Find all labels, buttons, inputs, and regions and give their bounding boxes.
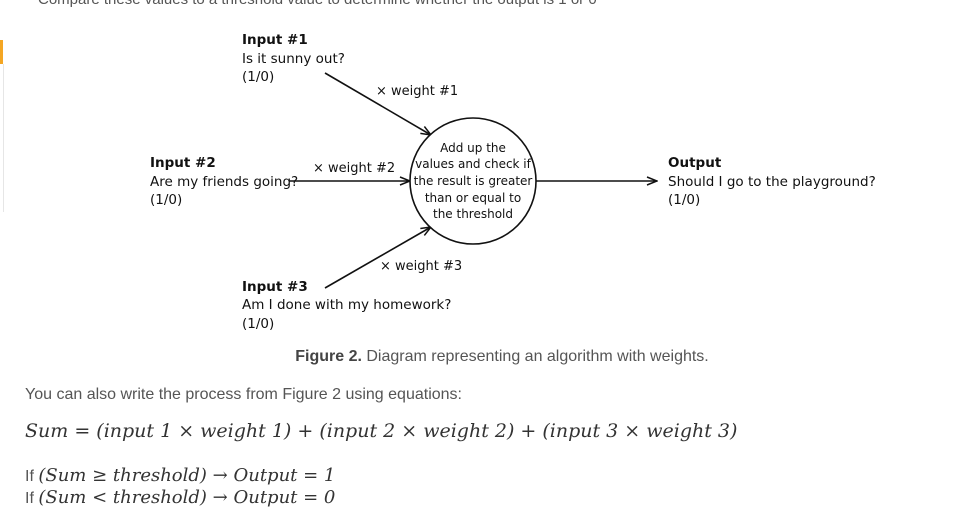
input-3-title: Input #3 [242, 279, 308, 295]
figure-caption: Figure 2. Diagram representing an algori… [0, 348, 975, 366]
input-2-title: Input #2 [150, 155, 216, 171]
condition-2-result: Output = 0 [233, 487, 336, 508]
caption-text: Diagram representing an algorithm with w… [361, 348, 709, 365]
arrow-input-1 [324, 72, 431, 135]
node-line-2: values and check if [415, 157, 532, 171]
output-title: Output [668, 155, 722, 171]
weight-3-label: × weight #3 [380, 259, 462, 274]
eq-equals: = [68, 420, 97, 442]
input-3-question: Am I done with my homework? [242, 297, 451, 313]
input-2-question: Are my friends going? [150, 174, 298, 190]
condition-1-test: (Sum ≥ threshold) [38, 465, 207, 486]
input-1-title: Input #1 [242, 32, 308, 48]
eq-term-1: (input 1 × weight 1) [96, 420, 292, 442]
input-1-values: (1/0) [242, 69, 274, 85]
arrow-input-3 [324, 227, 431, 289]
input-1-question: Is it sunny out? [242, 51, 345, 67]
condition-1: If (Sum ≥ threshold) → Output = 1 [25, 465, 335, 486]
node-line-1: Add up the [440, 141, 506, 155]
eq-term-2: (input 2 × weight 2) [319, 420, 515, 442]
node-line-4: than or equal to [425, 191, 521, 205]
eq-term-3: (input 3 × weight 3) [542, 420, 738, 442]
condition-1-if: If [25, 468, 39, 485]
eq-sum: Sum [25, 420, 69, 442]
condition-1-arrow: → [206, 465, 234, 486]
eq-plus-1: + [291, 420, 320, 442]
condition-1-result: Output = 1 [233, 465, 336, 486]
input-1-label: Input #1 Is it sunny out? (1/0) [242, 32, 345, 85]
sum-equation: Sum = (input 1 × weight 1) + (input 2 × … [25, 420, 737, 442]
equations-intro: You can also write the process from Figu… [25, 386, 462, 403]
threshold-node [409, 117, 537, 245]
input-3-values: (1/0) [242, 316, 274, 332]
left-rule [3, 64, 4, 212]
condition-2-test: (Sum < threshold) [38, 487, 207, 508]
weight-1-label: × weight #1 [376, 84, 458, 99]
node-line-5: the threshold [433, 207, 513, 221]
weights-diagram: Input #1 Is it sunny out? (1/0) Input #2… [150, 32, 876, 332]
input-2-values: (1/0) [150, 192, 182, 208]
output-values: (1/0) [668, 192, 700, 208]
input-3-label: Input #3 Am I done with my homework? (1/… [242, 279, 451, 332]
output-label: Output Should I go to the playground? (1… [668, 155, 876, 208]
condition-2-if: If [25, 490, 39, 507]
weight-2-label: × weight #2 [313, 161, 395, 176]
node-line-3: the result is greater [414, 174, 533, 188]
condition-2-arrow: → [206, 487, 234, 508]
output-question: Should I go to the playground? [668, 174, 876, 190]
top-cut-text: Compare these values to a threshold valu… [38, 0, 597, 8]
threshold-node-text: Add up the values and check if the resul… [414, 141, 533, 221]
sidebar-accent-bar [0, 40, 3, 64]
caption-label: Figure 2. [295, 348, 362, 365]
condition-2: If (Sum < threshold) → Output = 0 [25, 487, 335, 508]
input-2-label: Input #2 Are my friends going? (1/0) [150, 155, 298, 208]
eq-plus-2: + [514, 420, 543, 442]
